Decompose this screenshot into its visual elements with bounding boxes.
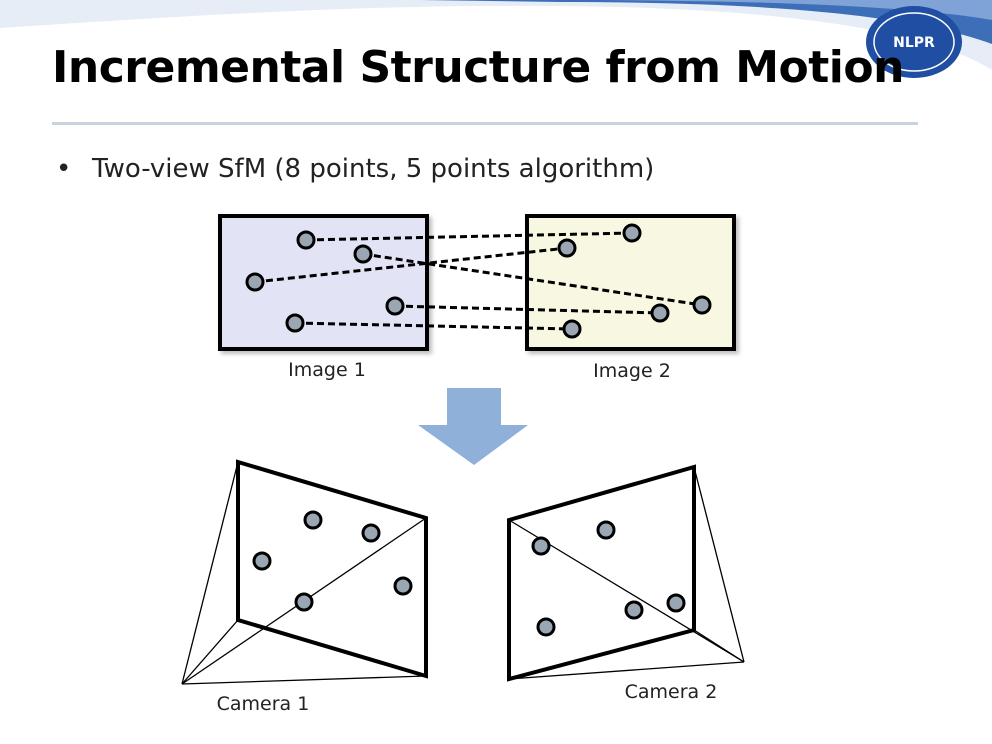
- frustum-ray: [181, 619, 239, 685]
- logo-outer-ring: [866, 6, 962, 78]
- frustum-ray: [693, 629, 745, 663]
- feature-point: [252, 551, 272, 571]
- image-2-points: [557, 223, 712, 339]
- camera-2-label: Camera 2: [625, 681, 718, 703]
- correspondence-lines: [254, 231, 703, 331]
- camera-2-image-plane: [507, 464, 696, 682]
- feature-point: [596, 520, 616, 540]
- image-1-label: Image 1: [288, 359, 366, 381]
- image-1-points: [245, 230, 405, 333]
- match-line: [294, 321, 573, 331]
- camera-2: Camera 2: [507, 464, 745, 703]
- lab-logo: NLPR: [866, 6, 962, 78]
- match-line: [254, 246, 568, 284]
- feature-point: [361, 523, 381, 543]
- slide-title: Incremental Structure from Motion: [52, 42, 904, 93]
- feature-point: [622, 223, 642, 243]
- image-2-label: Image 2: [593, 360, 671, 382]
- feature-point: [531, 536, 551, 556]
- feature-point: [296, 230, 316, 250]
- feature-point: [294, 592, 314, 612]
- frustum-ray: [693, 466, 745, 663]
- feature-point: [245, 272, 265, 292]
- logo-inner-ring: [873, 12, 955, 72]
- feature-point: [562, 319, 582, 339]
- feature-point: [624, 600, 644, 620]
- bullet-text: Two-view SfM (8 points, 5 points algorit…: [92, 154, 655, 184]
- camera-1: Camera 1: [181, 459, 428, 715]
- camera-1-image-plane: [236, 459, 428, 679]
- frustum-ray: [508, 661, 745, 680]
- feature-point: [353, 244, 373, 264]
- top-banner-highlight: [500, 0, 992, 20]
- frustum-ray: [181, 461, 239, 685]
- feature-point: [393, 576, 413, 596]
- camera-1-label: Camera 1: [217, 693, 310, 715]
- top-banner-band: [420, 0, 992, 44]
- logo-text: NLPR: [893, 35, 935, 51]
- bullet-marker: •: [56, 154, 72, 184]
- feature-point: [285, 313, 305, 333]
- feature-point: [692, 295, 712, 315]
- match-line: [394, 304, 661, 315]
- feature-point: [385, 296, 405, 316]
- camera-2-points: [531, 520, 686, 637]
- feature-point: [557, 238, 577, 258]
- title-divider: [52, 122, 918, 125]
- feature-point: [650, 303, 670, 323]
- feature-point: [666, 593, 686, 613]
- down-arrow-icon: [418, 388, 528, 465]
- feature-point: [303, 510, 323, 530]
- bullet-item: • Two-view SfM (8 points, 5 points algori…: [56, 154, 654, 184]
- frustum-ray: [181, 675, 427, 685]
- feature-point: [536, 617, 556, 637]
- camera-1-points: [252, 510, 413, 612]
- match-line: [362, 252, 703, 307]
- camera-1-frustum: [181, 461, 427, 685]
